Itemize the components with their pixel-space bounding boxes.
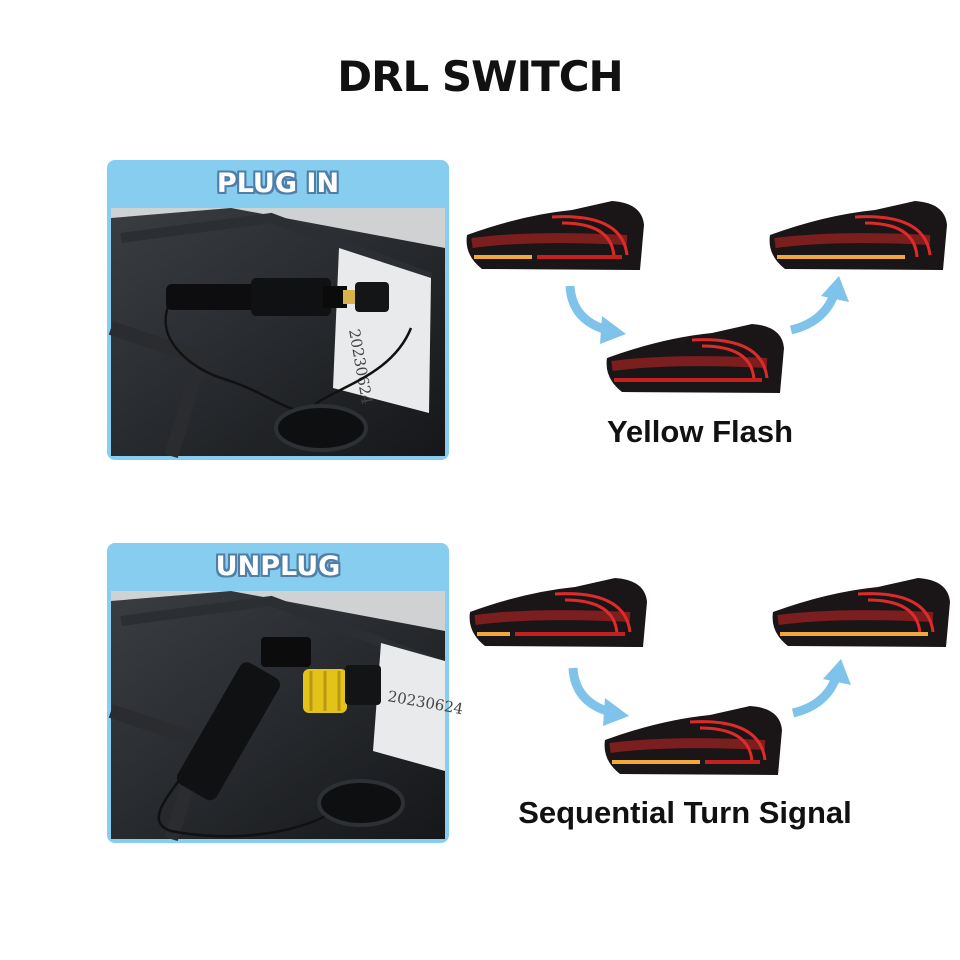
curved-arrow-icon [568,667,629,726]
taillight-image [466,201,644,270]
curved-arrow-icon [791,659,851,718]
curved-arrow-icon [789,276,849,335]
taillight-image [469,578,647,647]
plug-in-photo: 20230624 [108,208,445,459]
wire-connector-image [166,278,389,316]
page-title: DRL SWITCH [337,52,623,101]
unplug-label: UNPLUG [215,551,341,582]
yellow-flash-caption: Yellow Flash [606,414,794,449]
plug-in-panel: PLUG IN 20230624 [107,160,449,460]
taillight-image [769,201,947,270]
unplug-photo: 20230624 [108,591,465,842]
wire-connector-image [176,637,381,801]
sticker-label: 20230624 [373,643,465,771]
unplug-panel: UNPLUG 20230624 [107,543,465,843]
taillight-image [604,706,782,775]
plug-in-label: PLUG IN [216,168,340,199]
taillight-image [606,324,784,393]
taillight-image [772,578,950,647]
curved-arrow-icon [565,285,626,344]
sequential-turn-signal-caption: Sequential Turn Signal [518,795,852,830]
